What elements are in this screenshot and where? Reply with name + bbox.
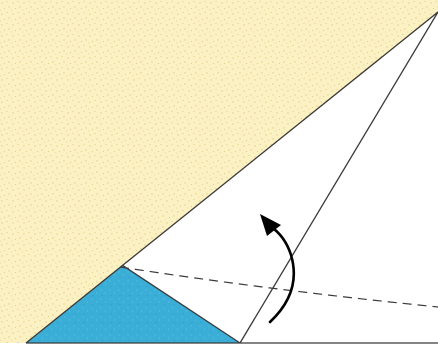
origami-step-diagram [0,0,438,347]
fold-diagram [0,0,438,347]
